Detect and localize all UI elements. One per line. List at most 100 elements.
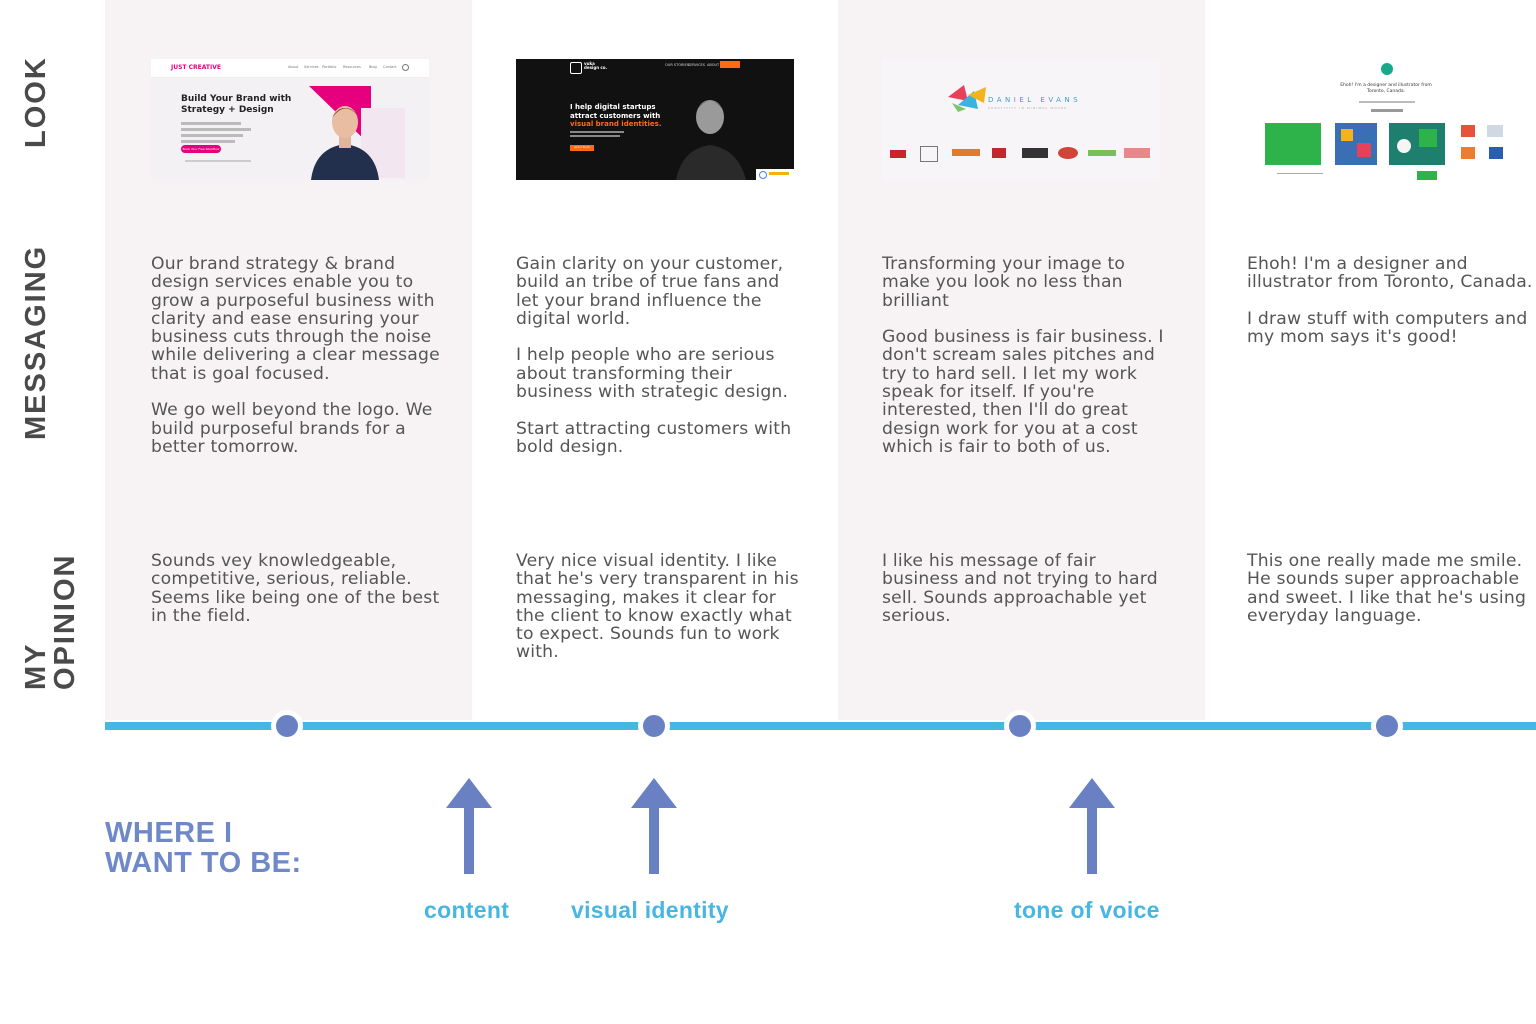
arrow-up-icon-tone-of-voice <box>1069 778 1115 874</box>
thumb4-social-icons <box>1371 109 1403 112</box>
thumb2-review-badge <box>756 169 794 180</box>
timeline-bar <box>105 722 1536 730</box>
thumb4-artwork-2 <box>1335 123 1377 165</box>
messaging-3-paragraph-1: Transforming your image to make you look… <box>882 254 1126 311</box>
thumb4-artwork-6 <box>1461 147 1475 159</box>
goal-label-content: content <box>424 897 510 923</box>
thumb1-nav-2: Portfolio <box>322 65 337 69</box>
client-logo-1 <box>890 150 906 158</box>
thumb1-nav-3: Resources <box>343 65 361 69</box>
thumb1-fineprint <box>185 160 251 162</box>
opinion-text-2: Very nice visual identity. I like that h… <box>516 552 806 680</box>
opinion-text-4: This one really made me smile. He sounds… <box>1247 552 1536 643</box>
opinion-1-paragraph: Sounds vey knowledgeable, competitive, s… <box>151 551 440 626</box>
thumb2-cta-button: Get in Touch <box>570 145 594 151</box>
thumb4-headline: Ehoh! I'm a designer and illustrator fro… <box>1301 83 1471 95</box>
thumb4-headline-line2: Toronto, Canada. <box>1366 89 1406 94</box>
messaging-4-paragraph-1: Ehoh! I'm a designer and illustrator fro… <box>1247 254 1533 293</box>
thumb1-nav-5: Contact <box>383 65 397 69</box>
thumb2-nav-button <box>720 61 740 68</box>
client-logo-7 <box>1088 150 1116 156</box>
thumb4-artwork-4 <box>1461 125 1475 137</box>
messaging-text-3: Transforming your image to make you look… <box>882 255 1172 475</box>
thumb2-headline: I help digital startups attract customer… <box>570 103 662 129</box>
client-logo-3 <box>952 149 980 156</box>
thumb1-headline: Build Your Brand with Strategy + Design <box>181 94 291 116</box>
thumb1-search-icon <box>402 64 409 71</box>
thumb4-sketch-row <box>1277 173 1323 180</box>
messaging-text-1: Our brand strategy & brand design servic… <box>151 255 441 475</box>
thumb2-body-1 <box>570 131 624 133</box>
thumb2-nav-2: ABOUT <box>707 63 720 67</box>
messaging-2-paragraph-1: Gain clarity on your customer, build an … <box>516 254 784 329</box>
thumb1-bullets <box>181 122 251 143</box>
thumb1-headline-line1: Build Your Brand with <box>181 94 292 104</box>
website-thumbnail-4: Ehoh! I'm a designer and illustrator fro… <box>1247 59 1525 180</box>
thumb1-logo: JUST CREATIVE <box>171 64 221 71</box>
thumb1-headline-line2: Strategy + Design <box>181 105 274 115</box>
timeline-node-2 <box>638 710 670 742</box>
goal-title-line2: WANT TO BE: <box>105 847 302 879</box>
timeline-node-3 <box>1004 710 1036 742</box>
thumb3-logo: DANIEL EVANS <box>988 96 1082 104</box>
thumb1-nav-1: Services <box>304 65 319 69</box>
opinion-text-3: I like his message of fair business and … <box>882 552 1172 643</box>
thumb4-artwork-3 <box>1389 123 1445 165</box>
messaging-3-paragraph-2: Good business is fair business. I don't … <box>882 327 1164 457</box>
thumb4-artwork-7 <box>1489 147 1503 159</box>
messaging-2-paragraph-3: Start attracting customers with bold des… <box>516 418 792 457</box>
opinion-4-paragraph: This one really made me smile. He sounds… <box>1247 551 1527 626</box>
client-logo-5 <box>1022 148 1048 158</box>
thumb3-client-logos <box>890 146 1152 162</box>
goal-title-line1: WHERE I <box>105 817 233 849</box>
thumb3-tagline: CREATIVITY IN MINIMAL MOVES <box>988 106 1068 110</box>
opinion-2-paragraph: Very nice visual identity. I like that h… <box>516 551 799 663</box>
thumb4-artwork-8 <box>1417 171 1437 180</box>
website-thumbnail-1: JUST CREATIVE About Services Portfolio R… <box>151 59 429 180</box>
row-label-look: LOOK <box>20 56 52 148</box>
thumb2-headline-accent: visual brand identities. <box>570 120 662 128</box>
thumb2-portrait-illustration <box>676 100 746 180</box>
messaging-2-paragraph-2: I help people who are serious about tran… <box>516 345 789 403</box>
thumb2-headline-line2: attract customers with <box>570 111 661 120</box>
thumb4-subline <box>1359 101 1415 103</box>
thumb3-logo-icon <box>948 85 986 112</box>
thumb1-nav-4: Blog <box>369 65 377 69</box>
goal-label-visual-identity: visual identity <box>571 897 729 923</box>
row-label-opinion-line1: MY <box>20 642 52 691</box>
client-logo-8 <box>1124 148 1150 158</box>
thumb2-headline-line1: I help digital startups <box>570 103 656 111</box>
thumb1-navbar: JUST CREATIVE About Services Portfolio R… <box>151 59 429 78</box>
thumb4-headline-line1: Ehoh! I'm a designer and illustrator fro… <box>1340 83 1432 88</box>
thumb1-nav-0: About <box>288 65 299 69</box>
thumb1-cta-button: Book Your Free Workflow <box>181 145 221 153</box>
opinion-text-1: Sounds vey knowledgeable, competitive, s… <box>151 552 441 643</box>
row-label-opinion-line2: OPINION <box>49 553 81 690</box>
timeline-node-1 <box>271 710 303 742</box>
timeline-node-4 <box>1371 710 1403 742</box>
website-thumbnail-3: DANIEL EVANS CREATIVITY IN MINIMAL MOVES <box>882 59 1160 180</box>
thumb1-hero: Build Your Brand with Strategy + Design … <box>151 78 429 180</box>
thumb2-logo: vuka design co. <box>584 61 608 70</box>
thumb1-portrait-illustration <box>309 86 405 180</box>
website-thumbnail-2: vuka design co. OUR STORIES SERVICES ABO… <box>516 59 794 180</box>
messaging-text-2: Gain clarity on your customer, build an … <box>516 255 806 475</box>
goal-title: WHERE I WANT TO BE: <box>105 818 302 878</box>
thumb4-artwork-5 <box>1487 125 1503 137</box>
messaging-text-4: Ehoh! I'm a designer and illustrator fro… <box>1247 255 1536 365</box>
arrow-up-icon-visual-identity <box>631 778 677 874</box>
opinion-3-paragraph: I like his message of fair business and … <box>882 551 1158 626</box>
thumb2-stars-icon <box>769 172 789 175</box>
thumb2-nav-0: OUR STORIES <box>665 63 689 67</box>
goal-label-tone-of-voice: tone of voice <box>1014 897 1160 923</box>
client-logo-6 <box>1058 147 1078 159</box>
row-label-messaging: MESSAGING <box>20 244 52 440</box>
thumb2-body-2 <box>570 135 620 137</box>
client-logo-4 <box>992 148 1006 158</box>
messaging-4-paragraph-2: I draw stuff with computers and my mom s… <box>1247 308 1528 348</box>
thumb4-avatar-icon <box>1381 63 1393 75</box>
row-label-opinion: MY OPINION <box>20 553 81 691</box>
thumb4-artwork-1 <box>1265 123 1321 165</box>
thumb2-nav-1: SERVICES <box>688 63 705 67</box>
messaging-1-paragraph-2: We go well beyond the logo. We build pur… <box>151 400 433 457</box>
